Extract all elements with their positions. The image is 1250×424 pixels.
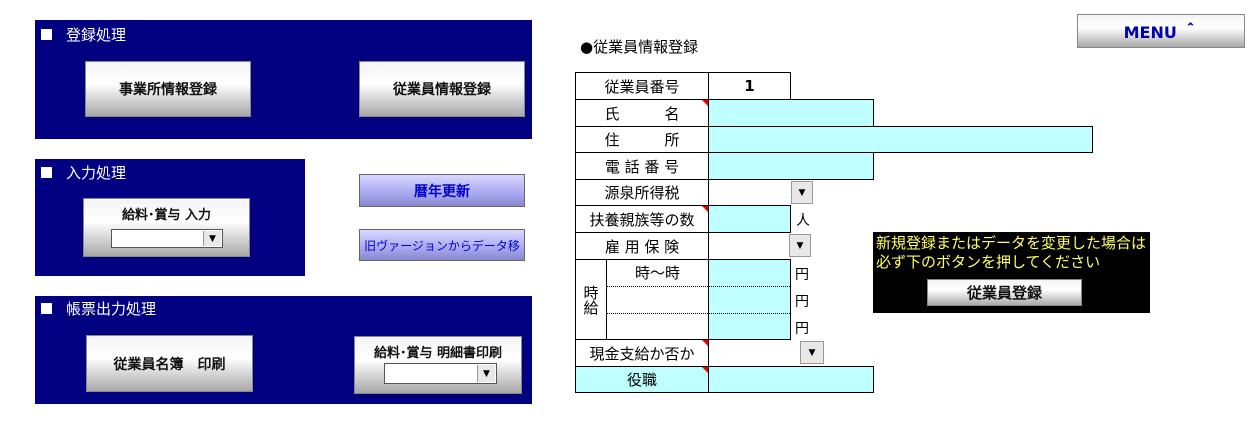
- yen-unit: 円: [795, 267, 809, 283]
- address-label-text: 住 所: [604, 131, 680, 149]
- hourly-range-label: 時～時: [607, 260, 708, 287]
- position-label-text: 役職: [626, 371, 657, 389]
- cash-payment-select[interactable]: ▼: [708, 340, 825, 365]
- position-input[interactable]: [708, 366, 874, 393]
- employee-register-button[interactable]: 従業員登録: [927, 279, 1082, 306]
- form-title: ●従業員情報登録: [580, 38, 699, 56]
- dropdown-arrow-icon[interactable]: ▼: [789, 234, 811, 257]
- square-icon: [41, 167, 52, 178]
- migrate-data-button[interactable]: 旧ヴァージョンからデータ移: [359, 229, 525, 261]
- salary-input-label: 給料･賞与 入力: [121, 208, 212, 223]
- employee-no-label: 従業員番号: [575, 72, 709, 100]
- hourly-input-2[interactable]: [709, 287, 790, 314]
- statement-print-label: 給料･賞与 明細書印刷: [373, 346, 503, 361]
- yen-unit: 円: [795, 294, 809, 310]
- employee-no-value: 1: [708, 72, 791, 100]
- input-title-text: 入力処理: [66, 164, 127, 182]
- salary-input-box: 給料･賞与 入力 ▼: [83, 198, 250, 257]
- notice-box: 新規登録またはデータを変更した場合は必ず下のボタンを押してください 従業員登録: [873, 232, 1150, 313]
- employee-info-button[interactable]: 従業員情報登録: [359, 61, 525, 117]
- dropdown-arrow-icon[interactable]: ▼: [800, 341, 824, 364]
- year-update-button[interactable]: 暦年更新: [359, 174, 525, 207]
- output-title-text: 帳票出力処理: [66, 300, 157, 318]
- comment-marker: [702, 206, 708, 212]
- roster-print-button[interactable]: 従業員名簿 印刷: [86, 335, 253, 392]
- statement-print-select[interactable]: ▼: [384, 363, 497, 384]
- phone-label: 電 話 番 号: [575, 152, 709, 180]
- comment-marker: [702, 367, 708, 373]
- statement-print-box: 給料･賞与 明細書印刷 ▼: [354, 336, 522, 394]
- hourly-range-row: [607, 287, 708, 314]
- dropdown-arrow-icon[interactable]: ▼: [791, 181, 813, 204]
- notice-text: 新規登録またはデータを変更した場合は必ず下のボタンを押してください: [876, 234, 1147, 271]
- dropdown-arrow-icon[interactable]: ▼: [203, 231, 221, 246]
- input-panel: 入力処理 給料･賞与 入力 ▼: [35, 159, 305, 276]
- hourly-input-1[interactable]: [709, 260, 790, 287]
- employment-insurance-label: 雇 用 保 険: [575, 232, 709, 260]
- name-label-text: 氏 名: [604, 104, 680, 123]
- input-title: 入力処理: [41, 162, 126, 183]
- registration-title: 登録処理: [41, 24, 126, 45]
- dropdown-arrow-icon[interactable]: ▼: [477, 365, 495, 382]
- yen-unit: 円: [795, 321, 809, 337]
- withholding-select[interactable]: ▼: [708, 180, 814, 205]
- office-info-button[interactable]: 事業所情報登録: [85, 61, 251, 117]
- address-label: 住 所: [575, 126, 709, 153]
- employment-insurance-select[interactable]: ▼: [708, 233, 812, 258]
- menu-button[interactable]: MENU ＾: [1077, 14, 1245, 48]
- dependents-label: 扶養親族等の数: [575, 205, 709, 233]
- name-label: 氏 名: [575, 99, 709, 127]
- name-input[interactable]: [708, 99, 874, 127]
- registration-panel: 登録処理 事業所情報登録 従業員情報登録: [35, 20, 532, 139]
- registration-title-text: 登録処理: [66, 26, 127, 44]
- cash-payment-label-text: 現金支給か否か: [589, 344, 695, 363]
- dependents-input[interactable]: [708, 205, 791, 233]
- square-icon: [41, 29, 52, 40]
- address-input[interactable]: [708, 126, 1093, 153]
- withholding-label: 源泉所得税: [575, 179, 709, 206]
- square-icon: [41, 303, 52, 314]
- position-label: 役職: [575, 366, 709, 393]
- hourly-label: 時給: [575, 259, 607, 340]
- dependents-label-text: 扶養親族等の数: [589, 210, 695, 229]
- cash-payment-label: 現金支給か否か: [575, 339, 709, 367]
- comment-marker: [702, 340, 708, 346]
- hourly-sub-labels: 時～時: [606, 259, 709, 340]
- dependents-unit: 人: [796, 213, 810, 229]
- output-panel: 帳票出力処理 従業員名簿 印刷 給料･賞与 明細書印刷 ▼: [35, 296, 532, 404]
- output-title: 帳票出力処理: [41, 298, 156, 319]
- comment-marker: [702, 100, 708, 106]
- hourly-inputs[interactable]: [708, 259, 791, 340]
- salary-input-select[interactable]: ▼: [111, 229, 223, 248]
- phone-input[interactable]: [708, 152, 874, 180]
